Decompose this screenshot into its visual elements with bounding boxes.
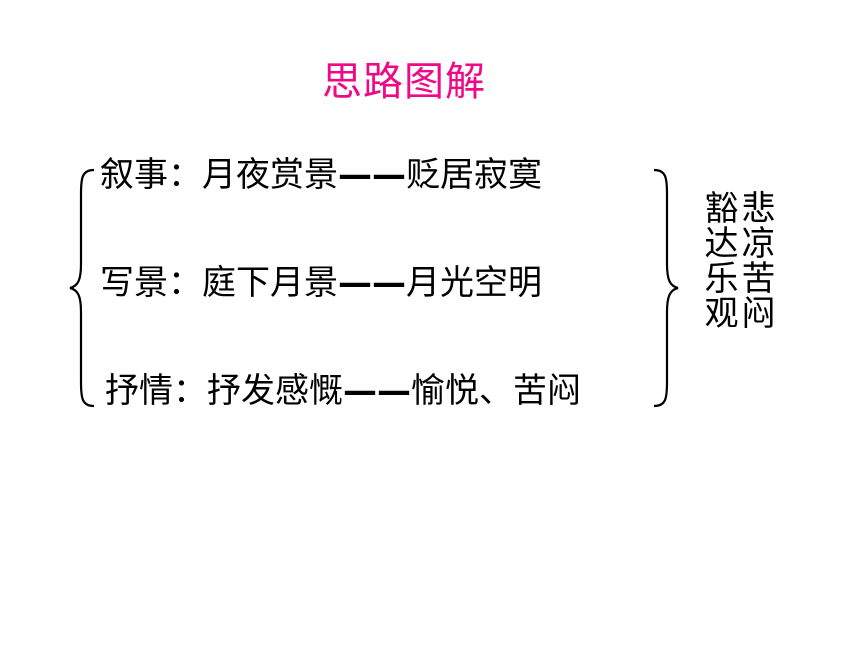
row-result: 月光空明 xyxy=(406,263,542,303)
row-topic: 月夜赏景 xyxy=(202,155,338,195)
summary-line-optimism: 豁达乐观 xyxy=(698,190,738,330)
row-scenery: 写景：庭下月景——月光空明 xyxy=(100,261,542,305)
row-result: 愉悦、苦闷 xyxy=(411,371,581,411)
row-label: 写景： xyxy=(100,263,202,303)
row-topic: 抒发感慨 xyxy=(207,371,343,411)
row-dash: —— xyxy=(338,155,406,195)
summary-line-sorrow: 悲凉苦闷 xyxy=(735,190,775,330)
left-brace-icon xyxy=(69,168,95,408)
row-narrative: 叙事：月夜赏景——贬居寂寞 xyxy=(100,153,542,197)
row-label: 叙事： xyxy=(100,155,202,195)
row-topic: 庭下月景 xyxy=(202,263,338,303)
row-emotion: 抒情：抒发感慨——愉悦、苦闷 xyxy=(105,369,581,413)
row-dash: —— xyxy=(343,371,411,411)
right-brace-icon xyxy=(653,168,679,408)
row-label: 抒情： xyxy=(105,371,207,411)
diagram-title: 思路图解 xyxy=(322,59,486,105)
row-result: 贬居寂寞 xyxy=(406,155,542,195)
row-dash: —— xyxy=(338,263,406,303)
